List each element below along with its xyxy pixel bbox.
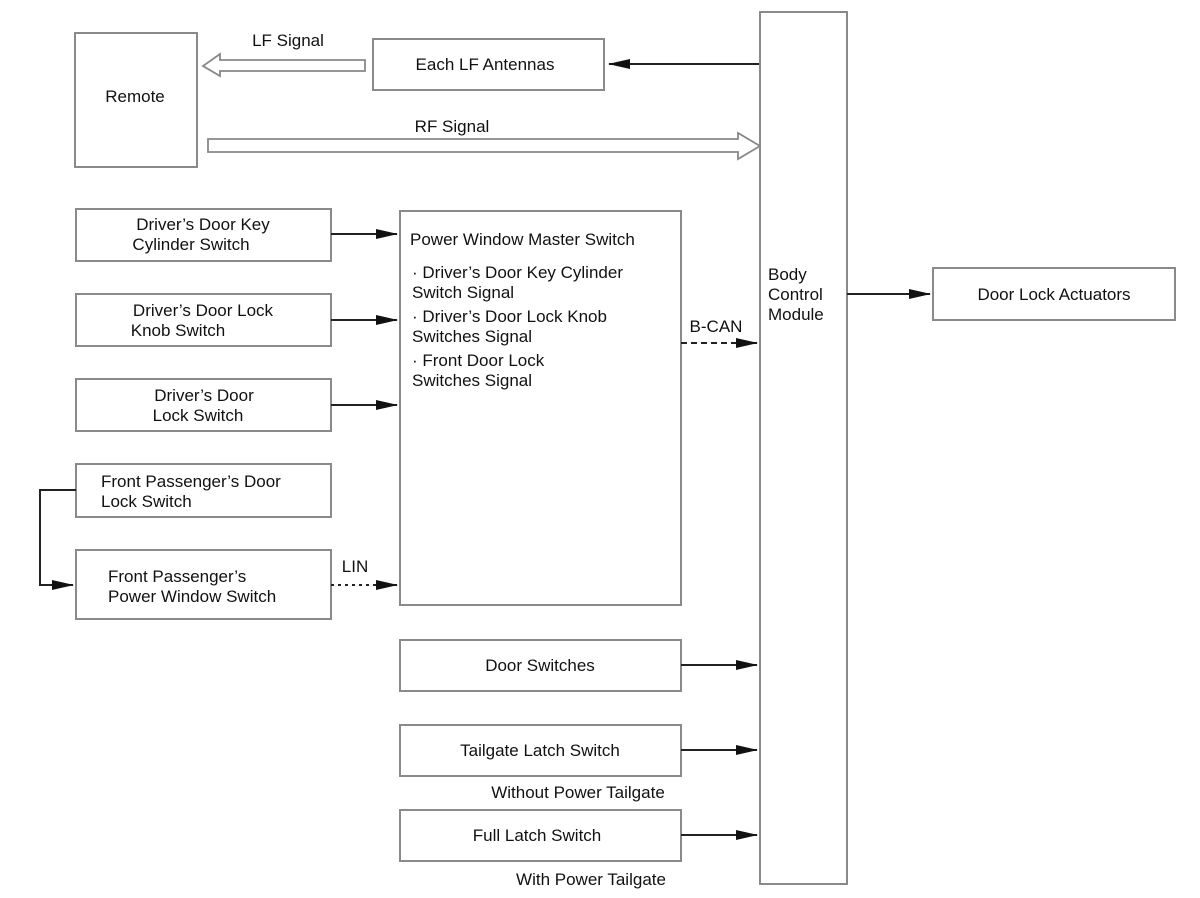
pwms-signal-line: Switches Signal [412, 327, 532, 346]
pwms-title: Power Window Master Switch [410, 230, 635, 249]
lf-antennas-block: Each LF Antennas [372, 38, 605, 91]
lf-signal-label: LF Signal [252, 31, 324, 50]
input-label-line: Driver’s Door Lock [133, 301, 274, 320]
input-label-line: Front Passenger’s [108, 567, 246, 586]
door-lock-actuators-label: Door Lock Actuators [977, 285, 1130, 304]
input-label-line: Power Window Switch [108, 587, 276, 606]
full-latch-label: Full Latch Switch [473, 826, 602, 845]
remote-label: Remote [105, 87, 165, 106]
input-driver-lock-knob-switch: Driver’s Door Lock Knob Switch [75, 293, 332, 347]
input-label-line: Front Passenger’s Door [101, 472, 281, 491]
input-driver-key-cylinder-switch: Driver’s Door Key Cylinder Switch [75, 208, 332, 262]
input-front-passenger-power-window-switch: Front Passenger’s Power Window Switch [75, 549, 332, 620]
lf-signal-arrow: LF Signal [201, 31, 366, 78]
input-label-line: Driver’s Door Key [136, 215, 270, 234]
pwms-signal-line: · Driver’s Door Key Cylinder [412, 263, 623, 282]
rf-signal-label: RF Signal [415, 117, 490, 136]
input-label-line: Cylinder Switch [132, 235, 249, 254]
pwms-signal-line: Switches Signal [412, 371, 532, 390]
bcan-label: B-CAN [690, 317, 743, 336]
passenger-lock-to-passenger-window-arrow [39, 489, 76, 590]
input-label-line: Driver’s Door [154, 386, 254, 405]
input-driver-door-lock-switch: Driver’s Door Lock Switch [75, 378, 332, 432]
pwms-signal-line: · Front Door Lock [412, 351, 545, 370]
door-lock-actuators-block: Door Lock Actuators [932, 267, 1176, 321]
remote-block: Remote [74, 32, 198, 168]
full-latch-note: With Power Tailgate [516, 870, 666, 889]
lf-antennas-label: Each LF Antennas [416, 55, 555, 74]
pwms-signal-line: · Driver’s Door Lock Knob [412, 307, 607, 326]
input-label-line: Lock Switch [101, 492, 192, 511]
lin-label: LIN [342, 557, 368, 576]
input-label-line: Lock Switch [153, 406, 244, 425]
tailgate-latch-note: Without Power Tailgate [491, 783, 665, 802]
tailgate-latch-switch-block: Tailgate Latch Switch [399, 724, 682, 777]
bcm-label-line-3: Module [768, 305, 824, 324]
body-control-module-block: Body Control Module [759, 11, 848, 885]
bcm-label-line-2: Control [768, 285, 823, 304]
bcm-label-line-1: Body [768, 265, 807, 284]
input-label-line: Knob Switch [131, 321, 226, 340]
rf-signal-arrow: RF Signal [207, 117, 762, 161]
door-switches-block: Door Switches [399, 639, 682, 692]
full-latch-switch-block: Full Latch Switch [399, 809, 682, 862]
input-front-passenger-door-lock-switch: Front Passenger’s Door Lock Switch [75, 463, 332, 518]
pwms-signal-line: Switch Signal [412, 283, 514, 302]
door-switches-label: Door Switches [485, 656, 595, 675]
power-window-master-switch-block: Power Window Master Switch · Driver’s Do… [399, 210, 682, 606]
tailgate-latch-label: Tailgate Latch Switch [460, 741, 620, 760]
